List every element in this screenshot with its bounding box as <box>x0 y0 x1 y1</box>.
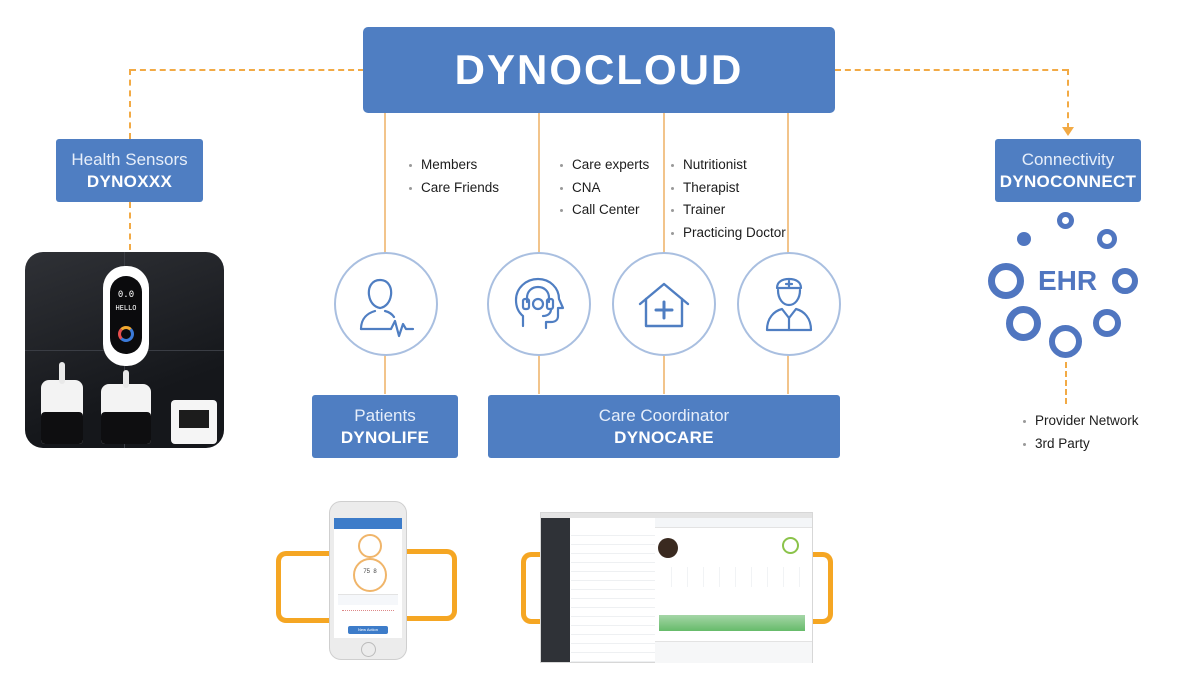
phone-score: 75 8 <box>353 558 387 592</box>
scale-ring <box>118 326 134 342</box>
professionals-list: Nutritionist Therapist Trainer Practicin… <box>671 154 786 244</box>
connectivity-name: DYNOCONNECT <box>999 172 1137 191</box>
dashboard-footer <box>655 641 812 663</box>
phone-frame-left <box>276 551 351 623</box>
dashboard-sidebar <box>541 518 570 662</box>
ehr-dot <box>1112 268 1138 294</box>
dynocloud-box: DYNOCLOUD <box>363 27 835 113</box>
ehr-dot <box>988 263 1024 299</box>
phone-ring-values: 75 8 <box>363 569 377 575</box>
phone-ring <box>358 534 382 558</box>
phone-action-dots <box>342 610 394 621</box>
dashboard-list <box>571 527 655 662</box>
care-coordinator-name: DYNOCARE <box>614 428 714 447</box>
left-dashed-drop <box>129 69 131 139</box>
ehr-label: EHR <box>1037 265 1098 296</box>
right-dashed-drop <box>1067 69 1069 129</box>
thermometer-probe <box>123 370 129 388</box>
phone-notice <box>338 594 398 605</box>
network-list: Provider Network 3rd Party <box>1023 410 1139 455</box>
dashboard-stats <box>656 567 809 587</box>
care-expert-circle <box>487 252 591 356</box>
patients-name: DYNOLIFE <box>340 428 430 447</box>
dashboard-avatar <box>658 538 678 558</box>
members-list: Members Care Friends <box>409 154 499 199</box>
thermometer-base <box>41 412 83 444</box>
health-sensors-label: Health Sensors <box>71 150 188 169</box>
ehr-dashed-drop <box>1065 362 1067 404</box>
list-item: Care Friends <box>409 177 499 200</box>
dynocloud-title: DYNOCLOUD <box>454 46 744 93</box>
scale-screen: 0.0 HELLO <box>110 276 142 354</box>
phone-frame-right <box>392 549 457 621</box>
scale-digits: 0.0 <box>117 290 135 300</box>
ehr-dot <box>1049 325 1082 358</box>
thermometer-left <box>41 362 83 444</box>
phone-home-button[interactable] <box>361 642 376 657</box>
phone-screen: 75 8 New Action <box>334 518 402 638</box>
dashboard-frame-left <box>521 552 550 624</box>
bp-monitor-screen <box>179 410 209 428</box>
sensors-dashed-drop <box>129 202 131 250</box>
care-coordinator-box: Care Coordinator DYNOCARE <box>488 395 840 458</box>
bp-monitor <box>171 400 217 444</box>
dashboard-chart <box>659 615 805 631</box>
list-item: Members <box>409 154 499 177</box>
right-dashed-connector <box>835 69 1068 71</box>
care-coordinator-label: Care Coordinator <box>598 406 730 425</box>
list-item: 3rd Party <box>1023 433 1139 456</box>
thermometer-right <box>101 370 151 444</box>
health-sensors-name: DYNOXXX <box>86 172 173 191</box>
headset-agent-icon <box>514 277 565 330</box>
thermometer-base <box>101 412 151 444</box>
health-sensors-box: Health Sensors DYNOXXX <box>56 139 203 202</box>
connectivity-label: Connectivity <box>1021 150 1115 169</box>
list-item: Practicing Doctor <box>671 222 786 245</box>
care-experts-list: Care experts CNA Call Center <box>560 154 649 222</box>
new-action-label: New Action <box>357 627 378 632</box>
dashboard-topbar <box>655 518 812 528</box>
ehr-dot <box>1093 309 1121 337</box>
doctor-circle <box>737 252 841 356</box>
left-dashed-connector <box>130 69 364 71</box>
patients-label: Patients <box>354 406 416 425</box>
dashboard-titlebar <box>541 513 812 518</box>
phone-mockup: 75 8 New Action <box>329 501 407 660</box>
connectivity-box: Connectivity DYNOCONNECT <box>995 139 1141 202</box>
new-action-button[interactable]: New Action <box>348 626 388 634</box>
list-item: Nutritionist <box>671 154 786 177</box>
ehr-dot <box>1097 229 1117 249</box>
list-item: Provider Network <box>1023 410 1139 433</box>
dashboard-mockup <box>540 512 813 663</box>
patient-circle <box>334 252 438 356</box>
scale-display: 0.0 HELLO <box>103 266 149 366</box>
ehr-dot <box>1017 232 1031 246</box>
phone-header <box>334 518 402 529</box>
list-item: CNA <box>560 177 649 200</box>
patients-box: Patients DYNOLIFE <box>312 395 458 458</box>
home-health-circle <box>612 252 716 356</box>
home-health-icon <box>638 282 690 328</box>
dashboard-frame-right <box>808 552 833 624</box>
doctor-icon <box>765 277 813 332</box>
dashboard-ring <box>782 537 799 554</box>
scale-hello: HELLO <box>115 304 137 312</box>
ehr-dot <box>1006 306 1041 341</box>
sensor-devices-image: 0.0 HELLO <box>25 252 224 448</box>
list-item: Care experts <box>560 154 649 177</box>
list-item: Therapist <box>671 177 786 200</box>
ehr-dot <box>1057 212 1074 229</box>
thermometer-probe <box>59 362 65 384</box>
arrow-down-icon <box>1062 127 1074 136</box>
patient-pulse-icon <box>359 278 415 338</box>
list-item: Trainer <box>671 199 786 222</box>
list-item: Call Center <box>560 199 649 222</box>
